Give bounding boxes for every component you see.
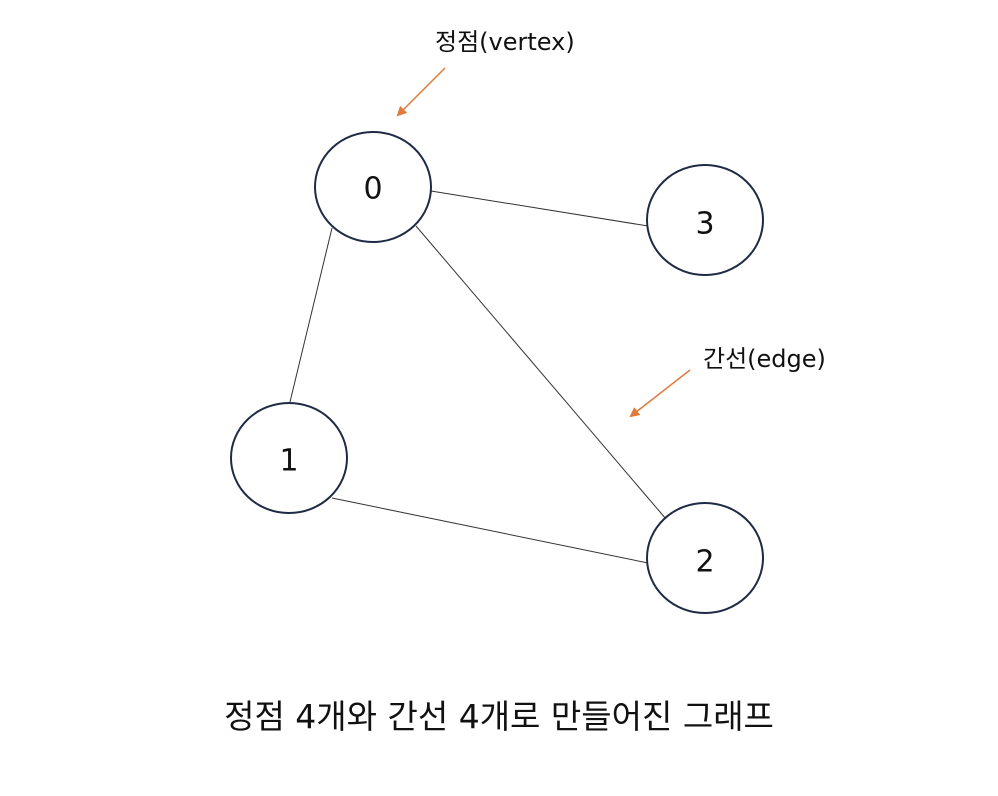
vertex-label: 3	[695, 207, 714, 242]
vertex-label: 1	[279, 444, 298, 479]
vertex-label: 0	[363, 172, 382, 207]
vertex-label: 2	[695, 545, 714, 580]
edge-annotation: 간선(edge)	[703, 345, 826, 373]
edge-0-2	[415, 225, 667, 520]
vertex-2: 2	[646, 502, 764, 614]
edge-0-3	[430, 190, 649, 227]
vertex-3: 3	[646, 164, 764, 276]
edge-0-1	[289, 227, 333, 403]
edge-arrow-icon	[629, 369, 691, 418]
vertex-1: 1	[230, 402, 348, 514]
vertex-annotation: 정점(vertex)	[435, 28, 575, 56]
vertex-0: 0	[314, 131, 432, 243]
edge-1-2	[331, 497, 649, 564]
vertex-arrow-icon	[396, 67, 446, 117]
diagram-caption: 정점 4개와 간선 4개로 만들어진 그래프	[224, 697, 774, 736]
